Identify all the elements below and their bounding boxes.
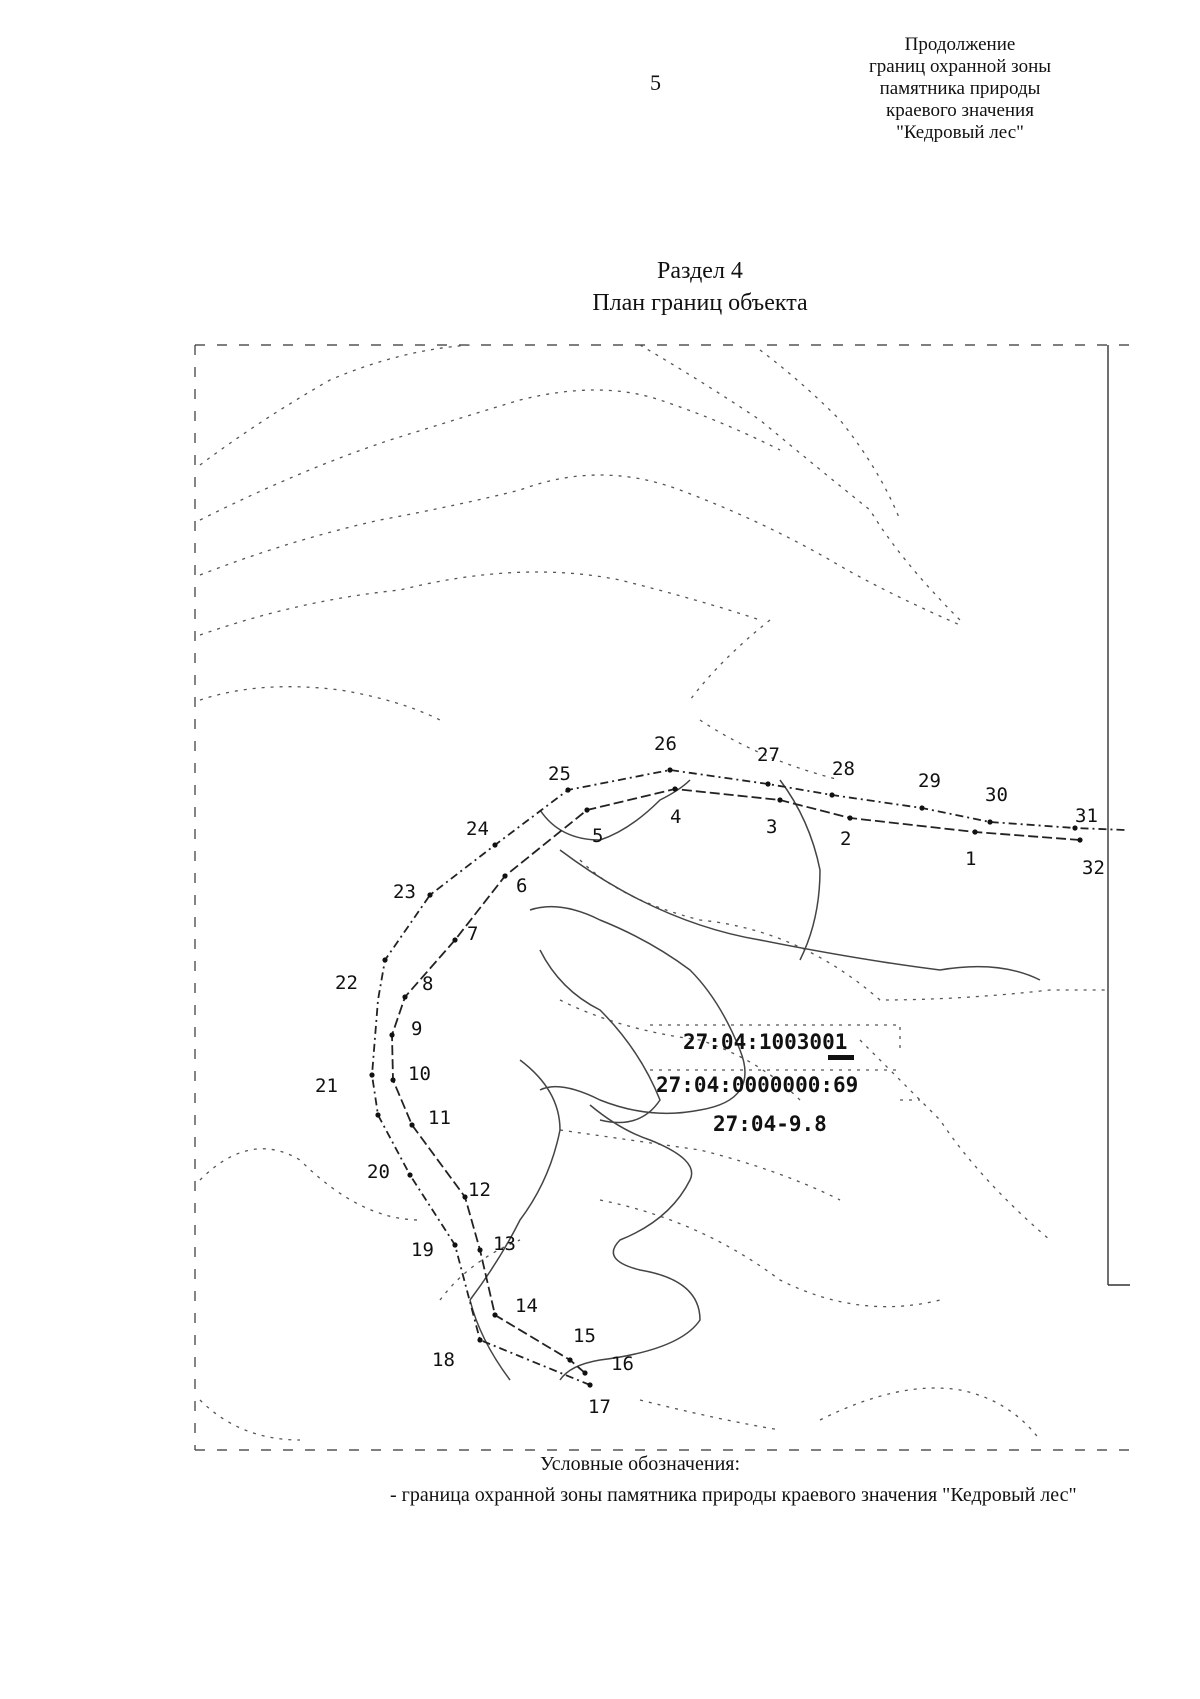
point-label: 15 — [573, 1325, 596, 1347]
section-number: Раздел 4 — [657, 258, 743, 284]
parcel-labels: 27:04:1003001 27:04:0000000:69 27:04-9.8 — [656, 1030, 858, 1136]
point-label: 30 — [985, 784, 1008, 806]
legend-title: Условные обозначения: — [540, 1453, 741, 1475]
point-label: 2 — [840, 828, 851, 850]
point-label: 32 — [1082, 857, 1105, 879]
terrain-contours — [199, 344, 1108, 1441]
section-title: Раздел 4 План границ объекта — [540, 255, 860, 319]
point-label: 10 — [408, 1063, 431, 1085]
point-label: 19 — [411, 1239, 434, 1261]
header-line: границ охранной зоны — [868, 56, 1052, 77]
parcel-marker — [828, 1055, 854, 1060]
point-label: 12 — [468, 1179, 491, 1201]
header-line: краевого значения — [886, 100, 1034, 121]
point-label: 21 — [315, 1075, 338, 1097]
header-line: памятника природы — [879, 78, 1041, 99]
point-label: 31 — [1075, 805, 1098, 827]
point-label: 23 — [393, 881, 416, 903]
legend-item: - граница охранной зоны памятника природ… — [390, 1484, 1077, 1506]
point-label: 3 — [766, 816, 777, 838]
point-label: 13 — [493, 1233, 516, 1255]
point-label: 1 — [965, 848, 976, 870]
header-note: Продолжение границ охранной зоны памятни… — [840, 34, 1080, 144]
point-label: 6 — [516, 875, 527, 897]
point-label: 20 — [367, 1161, 390, 1183]
parcel-outline — [650, 1024, 920, 1101]
point-label: 22 — [335, 972, 358, 994]
outer-boundary-line — [371, 769, 1126, 1386]
point-label: 9 — [411, 1018, 422, 1040]
point-label: 16 — [611, 1353, 634, 1375]
point-label: 28 — [832, 758, 855, 780]
point-label: 4 — [670, 806, 681, 828]
parcel-label: 27:04-9.8 — [713, 1112, 827, 1136]
boundary-vertices — [369, 767, 1083, 1388]
point-label: 17 — [588, 1396, 611, 1418]
point-label: 29 — [918, 770, 941, 792]
point-label: 27 — [757, 744, 780, 766]
point-labels: 1 2 3 4 5 6 7 8 9 10 11 12 13 14 15 16 1… — [315, 733, 1105, 1418]
point-label: 24 — [466, 818, 489, 840]
point-label: 25 — [548, 763, 571, 785]
point-label: 11 — [428, 1107, 451, 1129]
parcel-label: 27:04:0000000:69 — [656, 1073, 858, 1097]
point-label: 5 — [592, 825, 603, 847]
header-line: "Кедровый лес" — [896, 122, 1024, 143]
point-label: 18 — [432, 1349, 455, 1371]
point-label: 14 — [515, 1295, 538, 1317]
parcel-label: 27:04:1003001 — [683, 1030, 847, 1054]
header-line: Продолжение — [904, 34, 1016, 55]
point-label: 26 — [654, 733, 677, 755]
point-label: 7 — [467, 923, 478, 945]
point-label: 8 — [422, 973, 433, 995]
section-subtitle: План границ объекта — [592, 290, 808, 316]
page-number: 5 — [650, 70, 661, 95]
